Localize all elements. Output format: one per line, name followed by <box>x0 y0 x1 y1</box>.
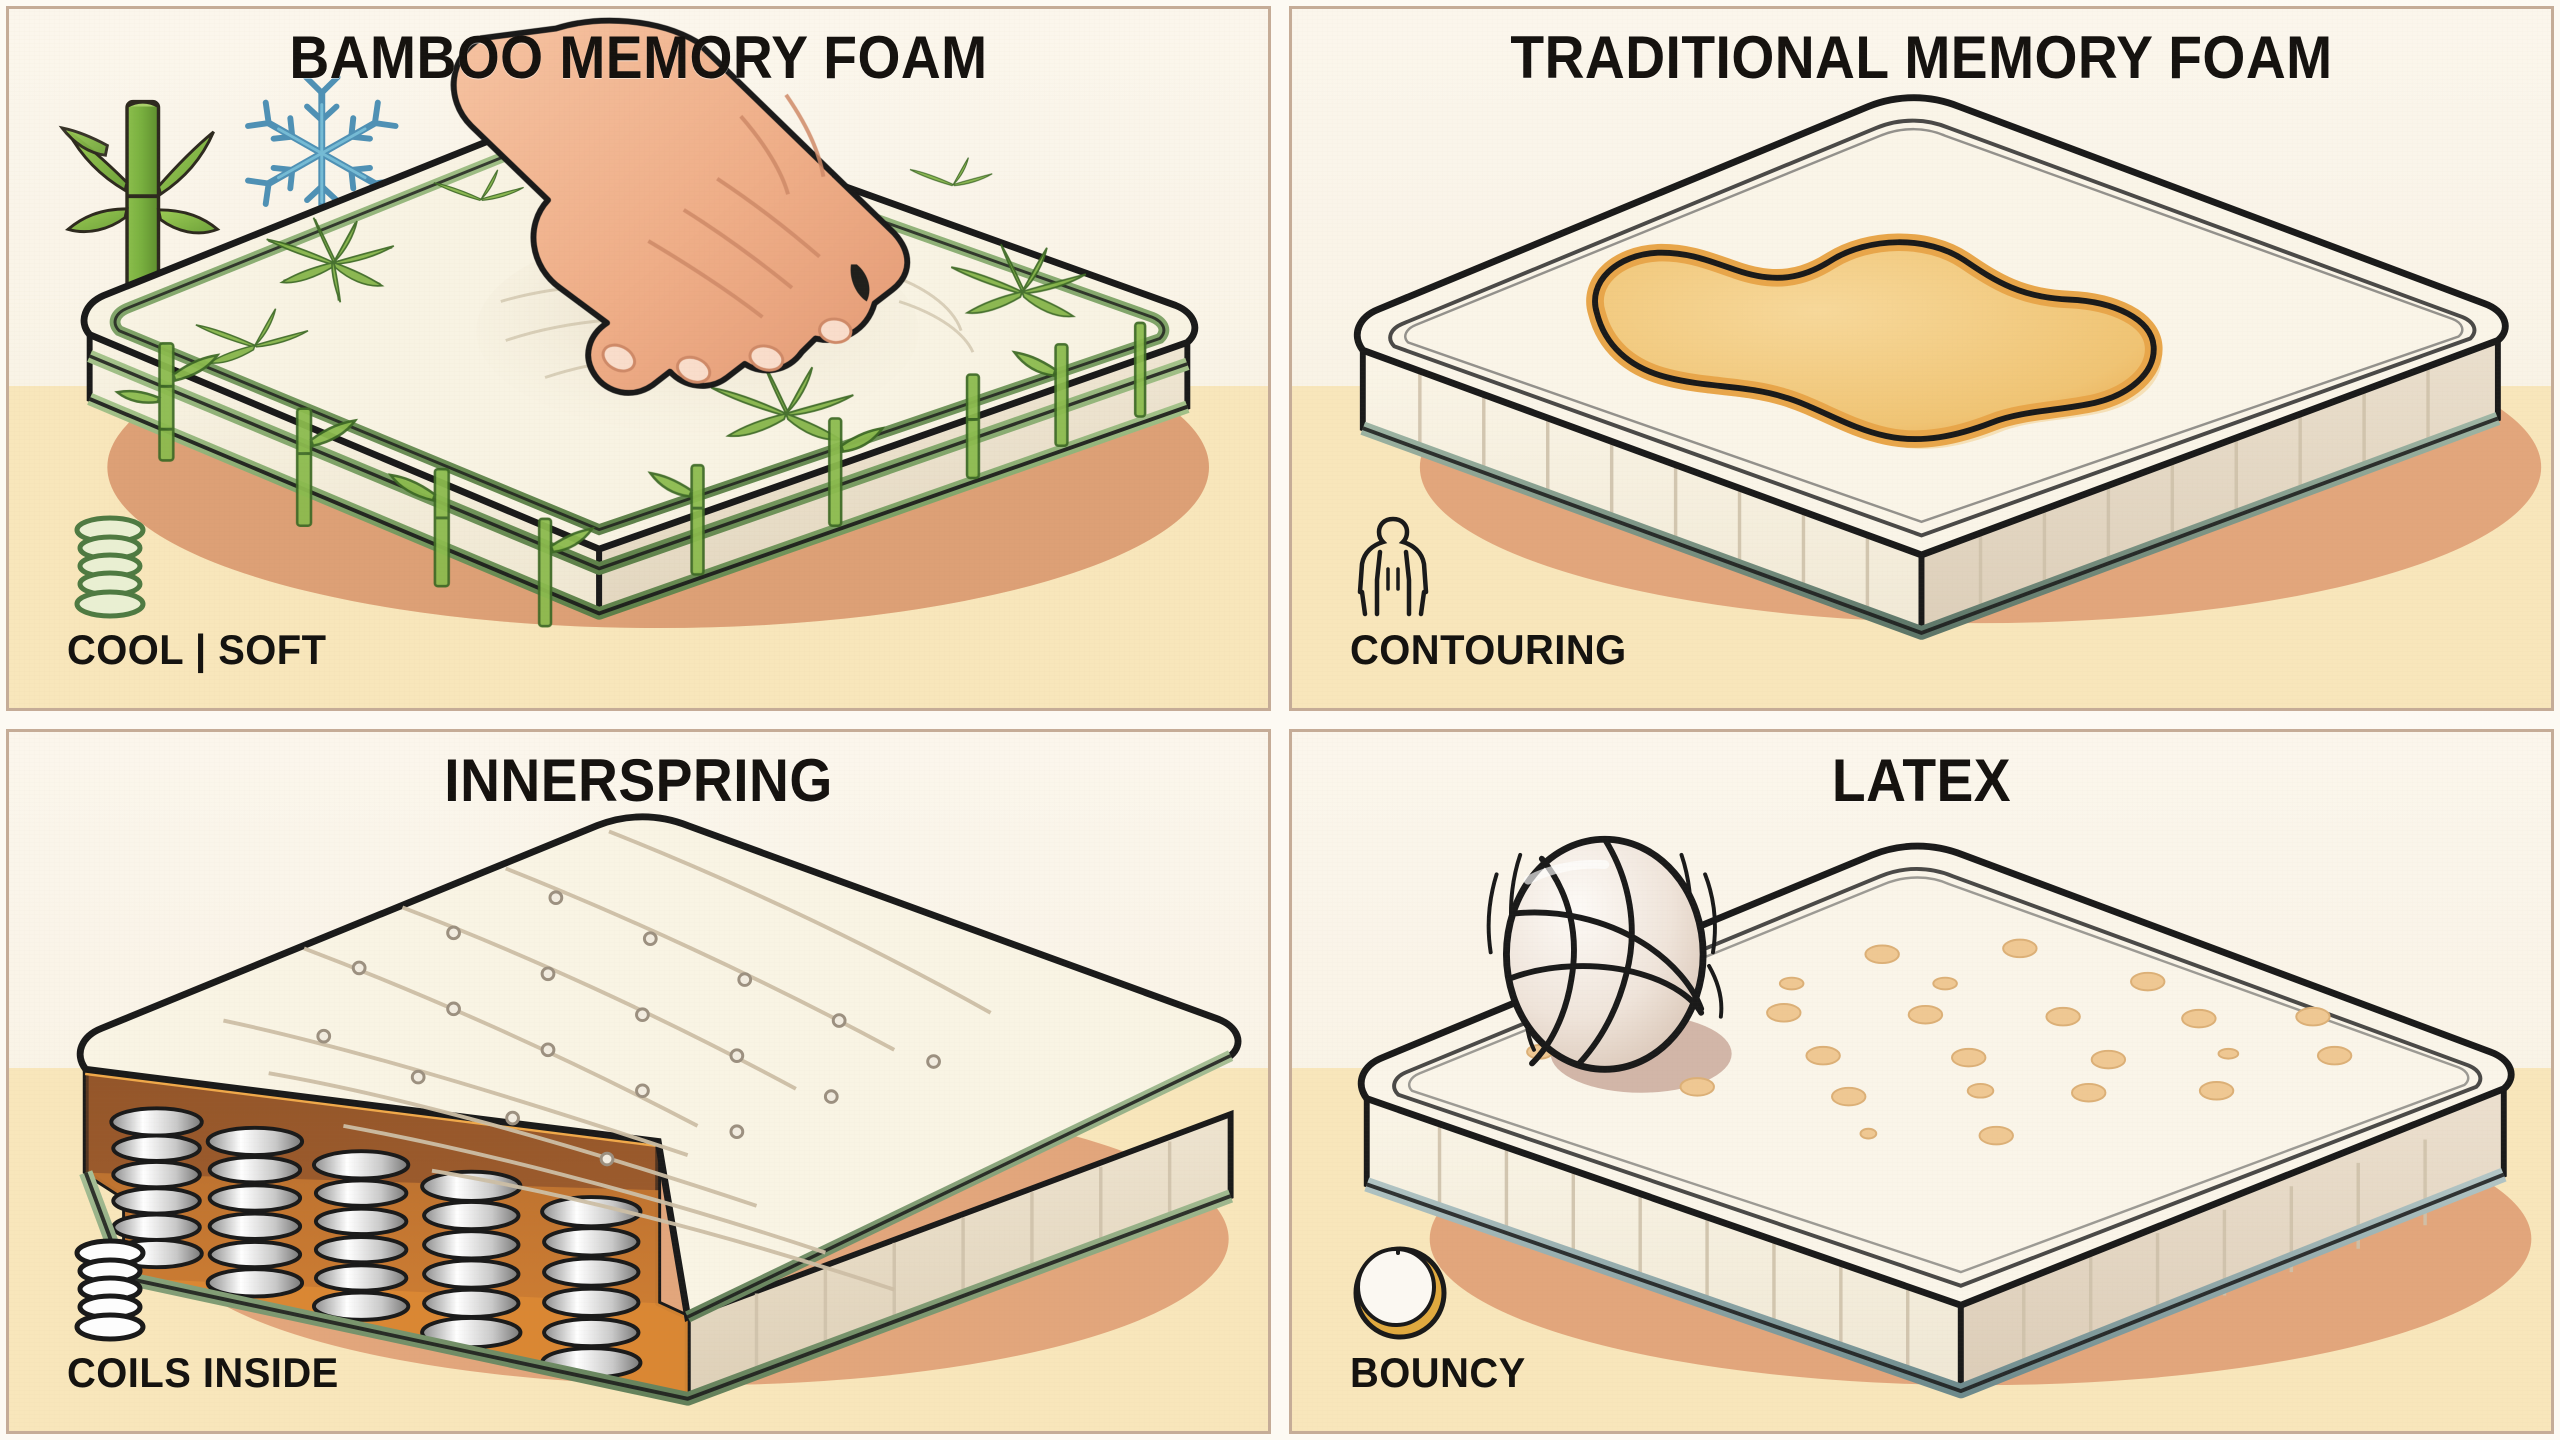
panel-latex[interactable]: LATEX BOUNCY <box>1289 729 2554 1434</box>
bouncing-ball-icon <box>1350 1237 1535 1345</box>
bouncing-ball-glyph <box>1353 1246 1447 1340</box>
panel-innerspring[interactable]: INNERSPRING COILS INSIDE <box>6 729 1271 1434</box>
innerspring-illustration <box>9 732 1268 1431</box>
panel-title-traditional: TRADITIONAL MEMORY FOAM <box>1510 24 2333 91</box>
latex-illustration <box>1292 732 2551 1431</box>
bamboo-side-pattern <box>114 321 1147 628</box>
panel-bamboo-memory-foam[interactable]: BAMBOO MEMORY FOAM COOL | SOFT <box>6 6 1271 711</box>
panel-traditional-memory-foam[interactable]: TRADITIONAL MEMORY FOAM CONTOURING <box>1289 6 2554 711</box>
panel-title-innerspring: INNERSPRING <box>444 747 833 814</box>
latex-mattress-svg <box>1357 835 2532 1399</box>
coil-spring-icon <box>67 1237 353 1345</box>
bamboo-illustration <box>9 9 1268 708</box>
badge-coils-inside: COILS INSIDE <box>67 1237 353 1397</box>
pressing-hand-icon <box>450 17 911 396</box>
pinhole-pattern-icon <box>1526 938 2353 1146</box>
coil-spring-glyph <box>74 1238 146 1342</box>
body-silhouette-glyph <box>1357 516 1429 617</box>
traditional-illustration <box>1292 9 2551 708</box>
traditional-mattress-svg <box>1353 94 2542 640</box>
body-silhouette-icon <box>1350 514 1641 622</box>
body-impression-blob-icon <box>1586 233 2163 449</box>
panel-title-bamboo: BAMBOO MEMORY FOAM <box>289 24 988 91</box>
badge-contouring: CONTOURING <box>1350 514 1641 674</box>
bamboo-mattress-svg <box>58 17 1209 629</box>
badge-cool-soft: COOL | SOFT <box>67 514 340 674</box>
badge-caption-bouncy: BOUNCY <box>1350 1349 1526 1396</box>
badge-caption-contouring: CONTOURING <box>1350 626 1627 673</box>
coil-spring-glyph <box>74 515 146 619</box>
cutaway-coils-icon <box>109 1106 643 1380</box>
coil-spring-icon <box>67 514 340 622</box>
panel-title-latex: LATEX <box>1831 747 2012 814</box>
volleyball-icon <box>1486 835 1724 1073</box>
badge-bouncy: BOUNCY <box>1350 1237 1535 1397</box>
badge-caption-cool-soft: COOL | SOFT <box>67 626 327 673</box>
innerspring-mattress-svg <box>76 813 1242 1406</box>
badge-caption-coils-inside: COILS INSIDE <box>67 1349 339 1396</box>
